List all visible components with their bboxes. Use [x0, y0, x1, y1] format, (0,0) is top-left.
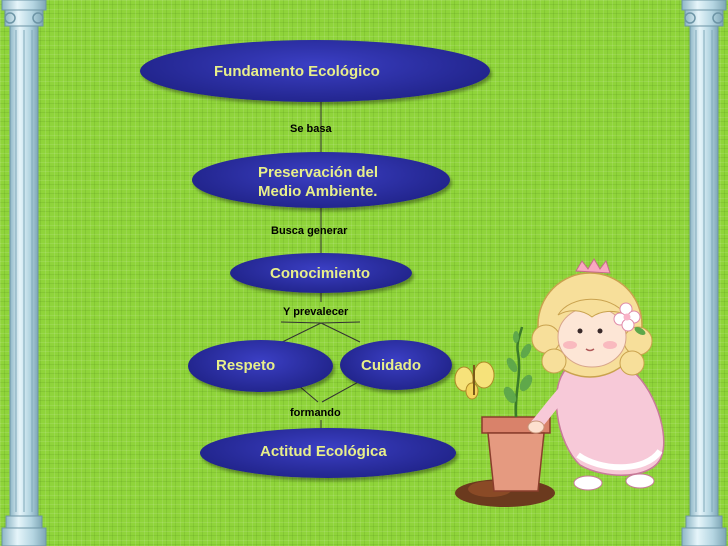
node-cuidado-label: Cuidado [361, 357, 421, 374]
node-fundamento-label: Fundamento Ecológico [214, 63, 380, 80]
connector-to-cuidado [320, 321, 361, 343]
link-label-se-basa: Se basa [290, 123, 332, 135]
link-label-formando: formando [290, 407, 341, 419]
butterfly-icon [454, 361, 495, 400]
node-actitud-ecologica [200, 428, 456, 478]
node-respeto-label: Respeto [216, 357, 276, 374]
connector-cuidado-formando [321, 379, 363, 403]
left-pillar-column [1, 0, 47, 546]
girl-figure [527, 258, 665, 491]
node-conocimiento-label: Conocimiento [270, 265, 370, 282]
node-cuidado [340, 340, 452, 390]
right-pillar-column [681, 0, 727, 546]
node-fundamento-ecologico [140, 40, 490, 102]
node-actitud-label: Actitud Ecológica [260, 443, 387, 460]
node-respeto [188, 340, 333, 392]
hair-flower-icon [613, 302, 646, 335]
plant-sprout-icon [503, 326, 533, 418]
link-label-busca-generar: Busca generar [271, 225, 348, 237]
node-preservacion-label-line2: Medio Ambiente. [258, 183, 378, 200]
node-preservacion-label-line1: Preservación del [258, 164, 379, 181]
node-conocimiento [230, 253, 412, 293]
node-preservacion [192, 152, 450, 208]
link-label-y-prevalecer: Y prevalecer [283, 306, 349, 318]
girl-with-plant-clipart [454, 258, 665, 507]
